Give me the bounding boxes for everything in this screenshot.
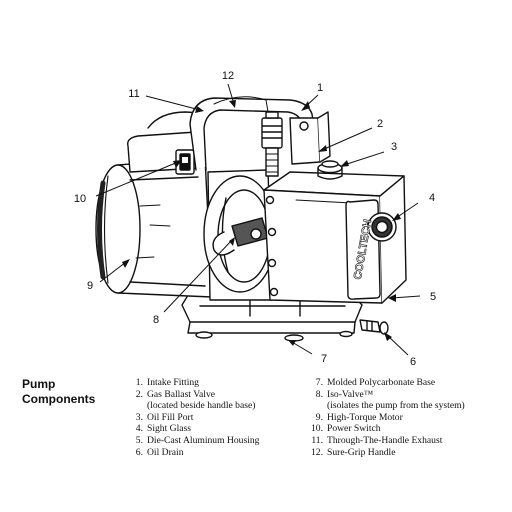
legend-item: 4.Sight Glass: [135, 423, 191, 435]
callout-3: 3: [391, 141, 397, 153]
callout-6: 6: [410, 356, 416, 368]
callout-10: 10: [74, 193, 86, 205]
oil-drain: [359, 319, 389, 335]
callout-5: 5: [430, 291, 436, 303]
legend-list-right: 7.Molded Polycarbonate Base 8.Iso-Valve™…: [311, 377, 506, 458]
callout-4: 4: [429, 192, 435, 204]
legend-item: 10.Power Switch: [311, 423, 381, 435]
callout-11: 11: [128, 88, 139, 100]
legend-item: 5.Die-Cast Aluminum Housing: [135, 434, 260, 446]
legend-item: 7.Molded Polycarbonate Base: [315, 377, 436, 388]
legend-list-left: 1.Intake Fitting 2.Gas Ballast Valve(loc…: [131, 377, 301, 458]
pump-diagram: COOLTECH 1 2 3 4 5 6 7 8: [74, 70, 436, 368]
high-torque-motor: [95, 157, 213, 298]
legend-item: 12.Sure-Grip Handle: [311, 446, 396, 458]
intake-fitting: [261, 111, 283, 177]
oil-fill-port: [317, 160, 343, 180]
legend-heading-line2: Components: [22, 392, 96, 406]
legend-heading-line1: Pump: [22, 377, 56, 391]
legend-item: 11.Through-The-Handle Exhaust: [311, 434, 443, 446]
legend-item: 8.Iso-Valve™(isolates the pump from the …: [315, 388, 465, 412]
callout-2: 2: [377, 118, 383, 130]
iso-valve: [212, 217, 269, 256]
callout-1: 1: [317, 82, 323, 94]
callout-9: 9: [87, 280, 93, 292]
callout-arrowheads: [122, 100, 401, 346]
gas-ballast-valve: [289, 111, 331, 165]
callout-7: 7: [321, 353, 327, 365]
legend-item: 6.Oil Drain: [135, 446, 184, 458]
legend-item: 9.High-Torque Motor: [315, 411, 403, 423]
callout-numbers: 1 2 3 4 5 6 7 8 9 10 11 12: [74, 70, 436, 368]
callout-8: 8: [153, 314, 159, 326]
callout-12: 12: [222, 70, 234, 82]
legend-heading: Pump Components: [22, 377, 95, 407]
sight-glass: [367, 212, 397, 242]
legend-item: 2.Gas Ballast Valve(located beside handl…: [135, 388, 256, 412]
legend-item: 3.Oil Fill Port: [135, 411, 194, 423]
legend-item: 1.Intake Fitting: [135, 377, 199, 388]
